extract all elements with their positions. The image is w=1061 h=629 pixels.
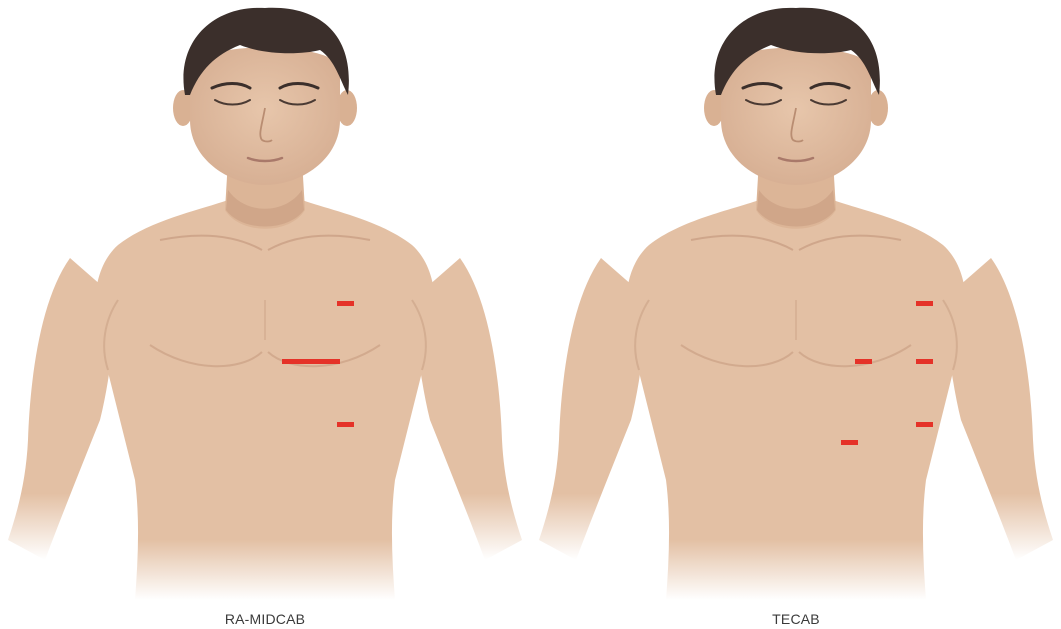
tecab-figure — [531, 0, 1061, 600]
incision-upper — [337, 301, 354, 306]
incision-lower — [337, 422, 354, 427]
ra-midcab-figure — [0, 0, 530, 600]
port-lower-right — [916, 422, 933, 427]
ra-midcab-panel: RA-MIDCAB — [0, 0, 530, 629]
port-middle-right — [916, 359, 933, 364]
port-upper — [916, 301, 933, 306]
port-middle-left — [855, 359, 872, 364]
tecab-panel: TECAB — [531, 0, 1061, 629]
tecab-label: TECAB — [531, 611, 1061, 627]
port-lower-left — [841, 440, 858, 445]
ra-midcab-label: RA-MIDCAB — [0, 611, 530, 627]
incision-main — [282, 359, 340, 364]
